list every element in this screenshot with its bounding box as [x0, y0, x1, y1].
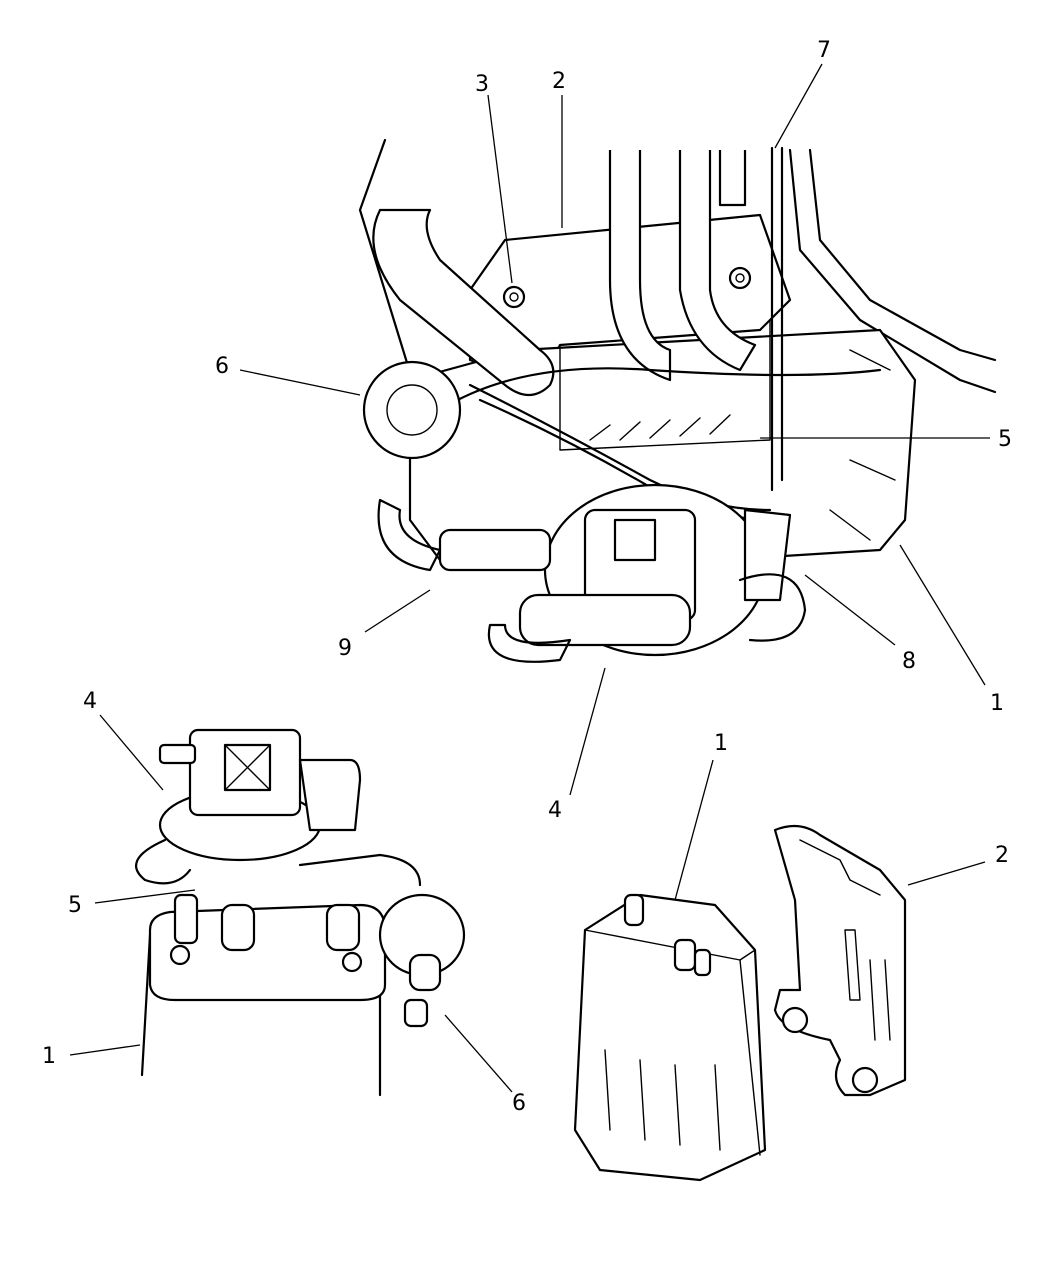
callout-right-2: 2: [995, 843, 1009, 868]
wiring-harness-loop: [377, 498, 572, 663]
callout-right-1: 1: [714, 731, 728, 756]
callout-top-3: 3: [475, 72, 489, 97]
callout-left-1: 1: [42, 1044, 56, 1069]
installed-assembly-view: [358, 138, 997, 663]
hose-pipe-left: [608, 150, 672, 382]
bracket-nut-left: [502, 285, 526, 309]
callout-left-4: 4: [83, 689, 97, 714]
callout-top-5: 5: [998, 427, 1012, 452]
right-mounting-bracket: [773, 824, 907, 1097]
canister-with-solenoid-view: [135, 728, 466, 1097]
callout-top-7: 7: [817, 38, 831, 63]
callout-left-5: 5: [68, 893, 82, 918]
hose-pipe-center: [678, 150, 757, 372]
solenoid-connector: [438, 528, 552, 572]
callout-top-8: 8: [902, 649, 916, 674]
hose-elbow-large: [372, 208, 555, 397]
callout-top-2: 2: [552, 69, 566, 94]
right-canister-body: [573, 893, 767, 1182]
callout-top-6: 6: [215, 354, 229, 379]
callout-leaders: [69, 63, 990, 1093]
retaining-clip: [738, 573, 807, 642]
hose-pipe-right: [718, 150, 747, 207]
callout-top-1: 1: [990, 691, 1004, 716]
callout-left-6: 6: [512, 1091, 526, 1116]
bracket-nut-right: [728, 266, 752, 290]
callout-labels: 3 2 7 6 5 9 4 8 1 4 5 1 6 1 2: [42, 38, 1012, 1116]
callout-top-4: 4: [548, 798, 562, 823]
filter-round: [362, 360, 462, 460]
canister-and-bracket-view: [573, 824, 907, 1182]
callout-top-9: 9: [338, 636, 352, 661]
